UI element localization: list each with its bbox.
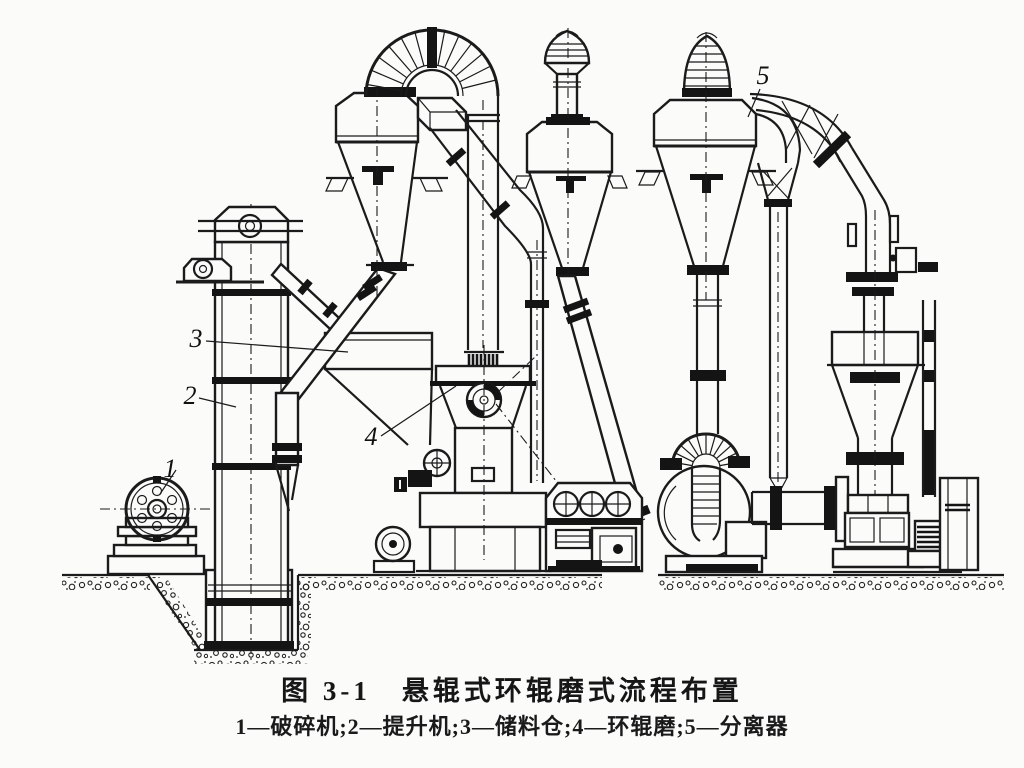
mill-outlet-duct — [416, 96, 549, 483]
separator-cyclone — [636, 32, 776, 434]
ring-roller-mill — [372, 345, 561, 574]
ground — [62, 573, 1004, 664]
callout-elevator: 2 — [184, 381, 197, 410]
callout-separator: 5 — [757, 61, 770, 90]
return-air-elbow — [364, 27, 500, 350]
callout-storage-bin: 3 — [189, 324, 203, 353]
callout-ring-roller-mill: 4 — [365, 422, 378, 451]
storage-bin — [323, 331, 434, 446]
cyclone-discharge-chute — [272, 266, 397, 512]
secondary-cyclone — [511, 28, 651, 528]
main-cyclone — [325, 86, 448, 300]
elevator — [176, 204, 303, 660]
mill-side-view — [827, 210, 980, 574]
crusher — [100, 476, 214, 576]
separator-outlet-ducts — [749, 92, 918, 495]
blower-unit — [544, 481, 644, 573]
fan-mill-duct — [750, 486, 848, 530]
fan — [656, 432, 768, 574]
callout-crusher: 1 — [164, 454, 177, 483]
figure-caption: 图 3-1 悬辊式环辊磨式流程布置 — [281, 676, 743, 706]
callouts: 1 2 3 4 5 — [159, 61, 770, 495]
figure-legend: 1—破碎机;2—提升机;3—储料仓;4—环辊磨;5—分离器 — [235, 714, 789, 739]
